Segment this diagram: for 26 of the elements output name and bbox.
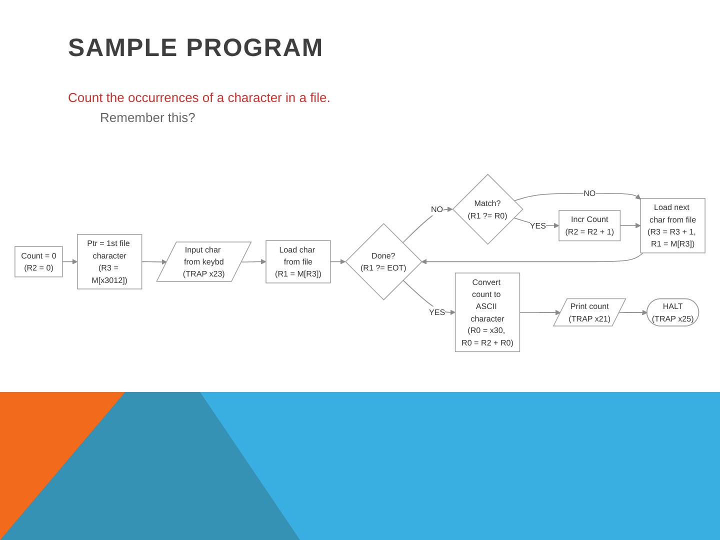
node-diamond: Match? (R1 ?= R0) [452,174,524,245]
slide-title: SAMPLE PROGRAM [68,34,324,63]
arrow [402,280,456,316]
arrow [62,258,78,264]
arrow [618,310,648,316]
arrow [330,258,346,264]
node-box: Incr Count (R2 = R2 + 1) [558,210,621,242]
arrow [241,258,266,264]
node-box: Ptr = 1st file character (R3 = M[x3012]) [77,234,142,290]
node-box: Convert count to ASCII character (R0 = x30, R0 = R2 + R0) [454,272,520,352]
node-box: Load next char from file (R3 = R3 + 1, R1 = M[R3]) [640,198,706,254]
arrow [514,192,641,202]
edge-label: YES [428,308,446,317]
arrow [402,206,453,244]
edge-label: NO [584,188,596,198]
arrow [141,259,168,265]
node-diamond: Done? (R1 ?= EOT) [345,223,422,300]
subtitle-text: Count the occurrences of a character in a file. [68,90,330,105]
arrow [620,222,641,228]
arrow [519,310,561,316]
arrow [421,252,644,264]
node-box: Load char from file (R1 = M[R3]) [266,240,331,284]
edge-label: YES [530,220,546,230]
node-box: Count = 0 (R2 = 0) [14,246,63,278]
note-text: Remember this? [100,110,196,125]
edge-label: NO [430,204,444,214]
